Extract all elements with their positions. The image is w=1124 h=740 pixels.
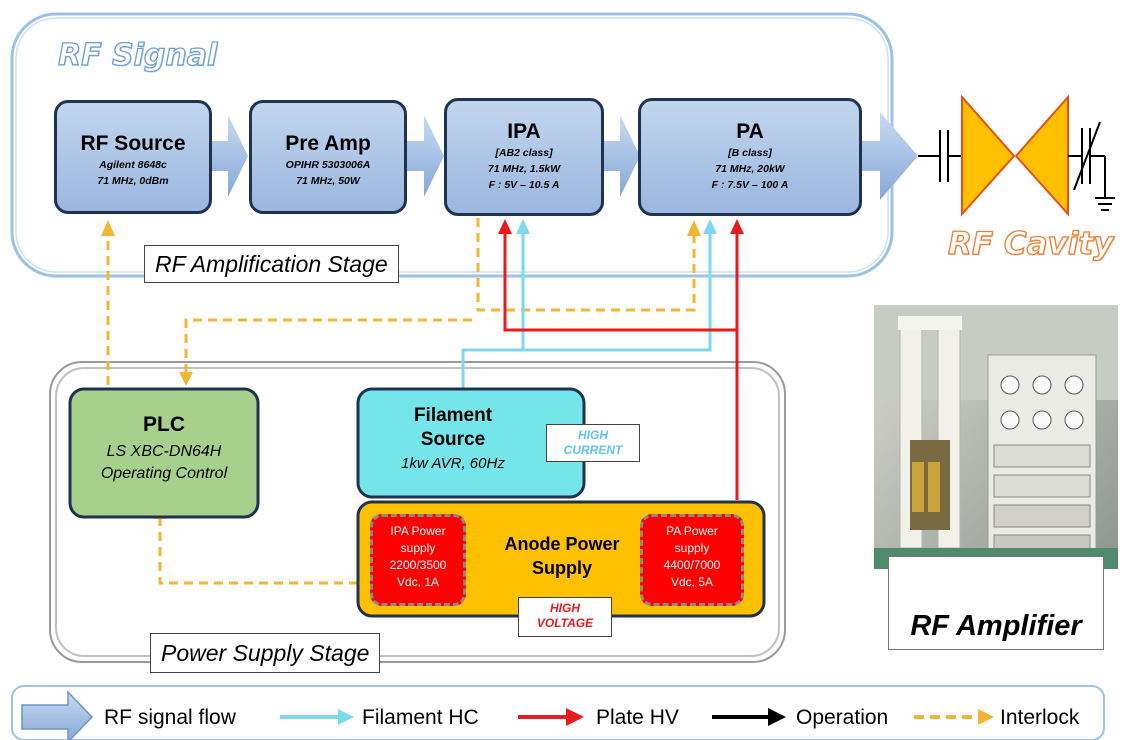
interlock-lines xyxy=(106,218,696,585)
pa-spec: 71 MHz, 20kW xyxy=(715,163,785,175)
rf-cavity-schematic xyxy=(918,94,1115,217)
pre-amp-model: OPIHR 5303006A xyxy=(285,159,371,171)
pa-filament-spec: F : 7.5V – 100 A xyxy=(711,179,789,191)
rf-amplifier-caption: RF Amplifier xyxy=(888,556,1104,650)
plc-box-shape xyxy=(68,387,260,519)
rf-source-spec: 71 MHz, 0dBm xyxy=(97,175,169,187)
rf-source-model: Agilent 8648c xyxy=(99,159,167,171)
filament-spec: 1kw AVR, 60Hz xyxy=(401,455,505,472)
high-voltage-line2: VOLTAGE xyxy=(536,616,594,630)
ipa-class: [AB2 class] xyxy=(495,147,553,159)
legend-interlock-icon xyxy=(978,709,994,725)
pa-class: [B class] xyxy=(728,147,772,159)
rf-amplifier-photo xyxy=(874,305,1118,569)
filament-source-box: Filament Source 1kw AVR, 60Hz xyxy=(358,389,548,497)
rf-source-title: RF Source xyxy=(80,132,186,155)
ipa-power-line3: 2200/3500 xyxy=(389,558,447,572)
high-voltage-line1: HIGH xyxy=(550,601,580,615)
ipa-box: IPA [AB2 class] 71 MHz, 1.5kW F : 5V – 1… xyxy=(444,98,604,216)
anode-power-supply-title: Anode Power Supply xyxy=(482,532,642,580)
filament-arrowhead-ipa xyxy=(516,219,530,234)
pa-power-line3: 4400/7000 xyxy=(663,558,721,572)
rf-signal-title: RF Signal xyxy=(57,37,218,73)
pa-title: PA xyxy=(736,120,764,143)
filament-title-line1: Filament xyxy=(413,405,493,426)
plate-hv-arrowhead-ipa xyxy=(498,219,512,234)
rf-amplification-stage-label: RF Amplification Stage xyxy=(144,245,399,283)
anode-title-line2: Supply xyxy=(531,558,592,578)
pre-amp-box: Pre Amp OPIHR 5303006A 71 MHz, 50W xyxy=(249,100,407,214)
power-supply-stage-label: Power Supply Stage xyxy=(150,633,381,673)
ipa-power-line2: supply xyxy=(400,541,436,555)
high-voltage-label: HIGH VOLTAGE xyxy=(518,597,612,637)
rf-flow-arrow-4 xyxy=(862,112,918,200)
rf-flow-arrow-2 xyxy=(406,115,444,197)
high-current-line2: CURRENT xyxy=(563,443,623,457)
ipa-power-supply-box: IPA Power supply 2200/3500 Vdc, 1A xyxy=(370,514,466,606)
legend-plate-hv-icon xyxy=(566,708,584,726)
legend-rf-signal-flow-label: RF signal flow xyxy=(104,706,236,729)
plate-hv-arrowhead-pa xyxy=(730,219,744,234)
ipa-title: IPA xyxy=(507,120,541,143)
rf-flow-arrow-3 xyxy=(602,115,640,197)
legend-filament-hc-icon xyxy=(338,709,354,725)
ipa-spec: 71 MHz, 1.5kW xyxy=(487,163,561,175)
pre-amp-spec: 71 MHz, 50W xyxy=(296,175,360,187)
interlock-arrowhead-pa xyxy=(687,220,701,236)
pa-power-line2: supply xyxy=(674,541,710,555)
rf-cavity-title: RF Cavity xyxy=(947,225,1114,262)
plate-hv-lines xyxy=(503,232,739,500)
pa-box: PA [B class] 71 MHz, 20kW F : 7.5V – 100… xyxy=(638,98,862,216)
filament-title-line2: Source xyxy=(420,429,486,450)
pre-amp-title: Pre Amp xyxy=(285,132,371,155)
ipa-power-line1: IPA Power xyxy=(390,524,446,538)
filament-arrowhead-pa xyxy=(703,219,717,234)
rf-flow-arrow-1 xyxy=(210,115,248,197)
legend-operation-label: Operation xyxy=(796,706,889,729)
pa-power-line1: PA Power xyxy=(666,524,718,538)
legend-filament-hc-label: Filament HC xyxy=(362,706,479,729)
interlock-arrowhead-rf-source xyxy=(101,220,115,236)
ipa-filament-spec: F : 5V – 10.5 A xyxy=(488,179,560,191)
plc-title: PLC xyxy=(143,413,185,436)
legend-frame xyxy=(11,685,1105,740)
high-current-label: HIGH CURRENT xyxy=(546,424,640,462)
anode-title-line1: Anode Power xyxy=(504,534,620,554)
legend-plate-hv-label: Plate HV xyxy=(596,706,679,729)
plc-model: LS XBC-DN64H xyxy=(106,443,222,460)
plc-function: Operating Control xyxy=(100,465,228,482)
legend-rf-signal-flow-icon xyxy=(21,690,94,740)
ipa-power-line4: Vdc, 1A xyxy=(396,575,440,589)
pa-power-supply-box: PA Power supply 4400/7000 Vdc, 5A xyxy=(640,514,744,606)
legend-operation-icon xyxy=(768,708,786,726)
high-current-line1: HIGH xyxy=(578,428,608,442)
interlock-arrowhead-plc-top xyxy=(179,372,193,386)
rf-source-box: RF Source Agilent 8648c 71 MHz, 0dBm xyxy=(54,100,212,214)
legend-interlock-label: Interlock xyxy=(1000,706,1080,729)
plc-box: PLC LS XBC-DN64H Operating Control xyxy=(70,389,258,517)
pa-power-line4: Vdc, 5A xyxy=(670,575,714,589)
